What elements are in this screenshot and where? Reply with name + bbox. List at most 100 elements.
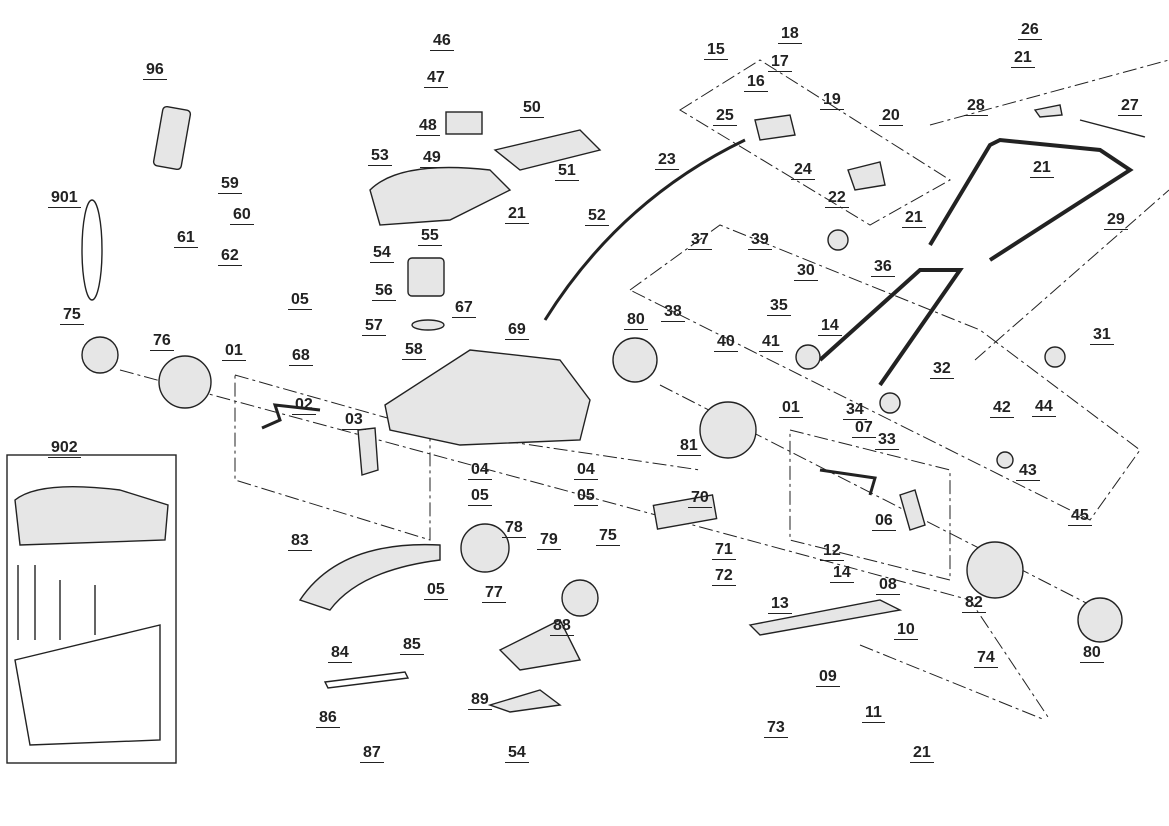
part-label-35: 35 bbox=[767, 298, 791, 316]
part-label-50: 50 bbox=[520, 100, 544, 118]
part-label-69: 69 bbox=[505, 322, 529, 340]
part-label-54: 54 bbox=[370, 245, 394, 263]
part-label-55: 55 bbox=[418, 228, 442, 246]
battery-96 bbox=[152, 105, 192, 171]
lower-handle-32 bbox=[818, 268, 964, 387]
part-label-52: 52 bbox=[585, 208, 609, 226]
part-label-49: 49 bbox=[420, 150, 444, 168]
knob-30 bbox=[827, 229, 849, 251]
part-label-77: 77 bbox=[482, 585, 506, 603]
part-label-21: 21 bbox=[902, 210, 926, 228]
part-label-43: 43 bbox=[1016, 463, 1040, 481]
part-label-19: 19 bbox=[820, 92, 844, 110]
part-label-73: 73 bbox=[764, 720, 788, 738]
part-label-81: 81 bbox=[677, 438, 701, 456]
part-label-71: 71 bbox=[712, 542, 736, 560]
part-label-70: 70 bbox=[688, 490, 712, 508]
part-label-05: 05 bbox=[288, 292, 312, 310]
bracket-03 bbox=[357, 427, 379, 476]
part-label-36: 36 bbox=[871, 259, 895, 277]
part-label-58: 58 bbox=[402, 342, 426, 360]
washer-43 bbox=[996, 451, 1014, 469]
part-label-83: 83 bbox=[288, 533, 312, 551]
part-label-85: 85 bbox=[400, 637, 424, 655]
deflector-88 bbox=[498, 619, 582, 671]
part-label-17: 17 bbox=[768, 54, 792, 72]
part-label-21: 21 bbox=[910, 745, 934, 763]
part-label-04: 04 bbox=[574, 462, 598, 480]
part-label-78: 78 bbox=[502, 520, 526, 538]
part-label-22: 22 bbox=[825, 190, 849, 208]
part-label-38: 38 bbox=[661, 304, 685, 322]
fan-67 bbox=[411, 319, 445, 331]
part-label-09: 09 bbox=[816, 669, 840, 687]
height-adjust-box bbox=[629, 224, 1141, 521]
part-label-68: 68 bbox=[289, 348, 313, 366]
part-label-54: 54 bbox=[505, 745, 529, 763]
motor-55 bbox=[407, 257, 445, 297]
part-label-42: 42 bbox=[990, 400, 1014, 418]
part-label-18: 18 bbox=[778, 26, 802, 44]
switch-47 bbox=[445, 111, 483, 135]
part-label-40: 40 bbox=[714, 334, 738, 352]
key-part-901 bbox=[81, 199, 103, 301]
part-label-53: 53 bbox=[368, 148, 392, 166]
part-label-16: 16 bbox=[744, 74, 768, 92]
wheel-82 bbox=[966, 541, 1024, 599]
part-label-46: 46 bbox=[430, 33, 454, 51]
part-label-07: 07 bbox=[852, 420, 876, 438]
part-label-47: 47 bbox=[424, 70, 448, 88]
grass-box-902 bbox=[6, 454, 177, 764]
part-label-05: 05 bbox=[574, 488, 598, 506]
part-label-902: 902 bbox=[48, 440, 81, 458]
part-label-21: 21 bbox=[1011, 50, 1035, 68]
part-label-84: 84 bbox=[328, 645, 352, 663]
part-label-02: 02 bbox=[292, 397, 316, 415]
part-label-04: 04 bbox=[468, 462, 492, 480]
upper-handle-28 bbox=[928, 137, 1134, 262]
part-label-60: 60 bbox=[230, 207, 254, 225]
handle-line-top bbox=[929, 59, 1169, 126]
cable-23 bbox=[543, 138, 746, 321]
axle-holder-08 bbox=[748, 599, 903, 636]
part-label-21: 21 bbox=[1030, 160, 1054, 178]
part-label-88: 88 bbox=[550, 618, 574, 636]
part-label-30: 30 bbox=[794, 263, 818, 281]
cover-20 bbox=[847, 161, 886, 191]
part-label-82: 82 bbox=[962, 595, 986, 613]
rear-axle-line bbox=[119, 369, 1051, 721]
part-label-37: 37 bbox=[688, 232, 712, 250]
wheel-76 bbox=[158, 355, 212, 409]
part-label-10: 10 bbox=[894, 622, 918, 640]
part-label-05: 05 bbox=[468, 488, 492, 506]
part-label-03: 03 bbox=[342, 412, 366, 430]
handle-line-right bbox=[974, 189, 1169, 361]
part-label-26: 26 bbox=[1018, 22, 1042, 40]
bracket-06 bbox=[899, 489, 926, 531]
part-label-21: 21 bbox=[505, 206, 529, 224]
part-label-72: 72 bbox=[712, 568, 736, 586]
part-label-67: 67 bbox=[452, 300, 476, 318]
axle-07 bbox=[819, 468, 877, 496]
part-label-901: 901 bbox=[48, 190, 81, 208]
switch-group-box bbox=[679, 59, 951, 226]
axle-02 bbox=[261, 403, 321, 430]
lid-50 bbox=[493, 129, 602, 171]
wheel-77 bbox=[460, 523, 510, 573]
height-lever-71 bbox=[652, 494, 718, 530]
part-label-01: 01 bbox=[779, 400, 803, 418]
part-label-11: 11 bbox=[862, 705, 885, 723]
part-label-56: 56 bbox=[372, 283, 396, 301]
part-label-06: 06 bbox=[872, 513, 896, 531]
hubcap-80-bottom bbox=[1077, 597, 1123, 643]
blade-guard-83 bbox=[298, 543, 441, 611]
part-label-96: 96 bbox=[143, 62, 167, 80]
part-label-39: 39 bbox=[748, 232, 772, 250]
part-label-25: 25 bbox=[713, 108, 737, 126]
wheel-81 bbox=[699, 401, 757, 459]
part-label-28: 28 bbox=[964, 98, 988, 116]
part-label-27: 27 bbox=[1118, 98, 1142, 116]
knob-14 bbox=[795, 344, 821, 370]
